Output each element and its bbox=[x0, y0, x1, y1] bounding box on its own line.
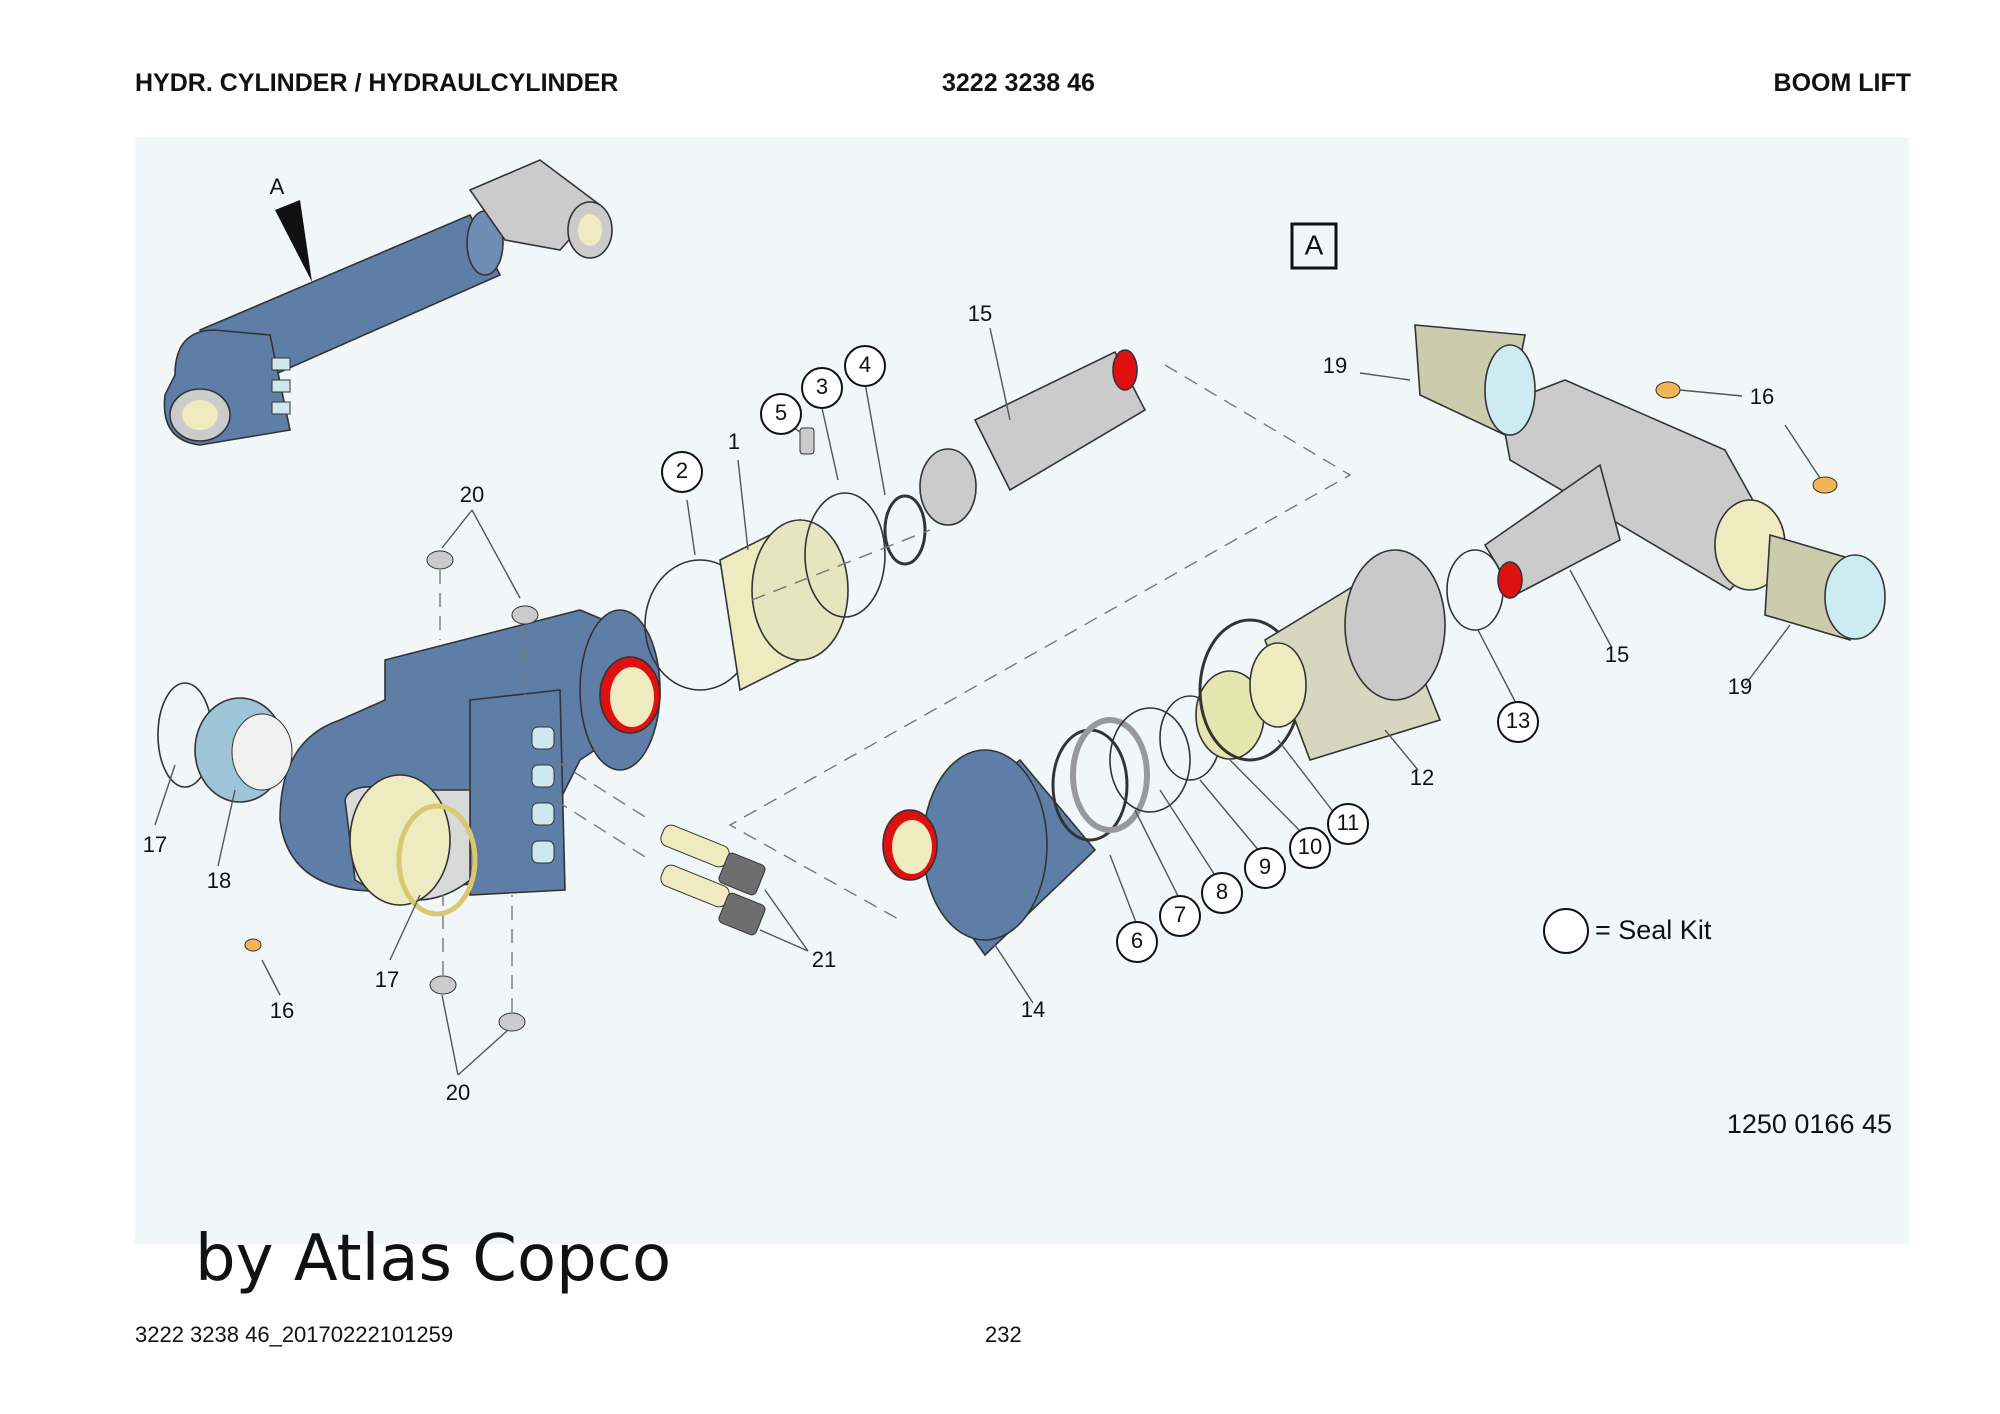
base-mount bbox=[279, 609, 661, 906]
callout-18: 18 bbox=[207, 868, 231, 893]
callout-2: 2 bbox=[676, 458, 688, 483]
callout-17-right: 17 bbox=[375, 967, 399, 992]
callout-13: 13 bbox=[1506, 708, 1530, 733]
view-marker-label: A bbox=[1305, 229, 1324, 260]
callout-19-upper: 19 bbox=[1323, 353, 1347, 378]
header-part-number: 3222 3238 46 bbox=[942, 69, 1095, 97]
callout-15-rod: 15 bbox=[968, 301, 992, 326]
callout-14: 14 bbox=[1021, 997, 1045, 1022]
watermark: by Atlas Copco bbox=[195, 1222, 672, 1296]
callout-16-upper: 16 bbox=[1750, 384, 1774, 409]
callout-20-lower: 20 bbox=[446, 1080, 470, 1105]
callout-8: 8 bbox=[1216, 879, 1228, 904]
seal-kit-legend-symbol bbox=[1543, 908, 1589, 954]
hose-fittings bbox=[554, 759, 766, 936]
callout-numbers: 2 3 4 5 6 7 8 9 10 11 13 1 12 14 15 15 1… bbox=[143, 301, 1774, 1105]
callout-3: 3 bbox=[816, 374, 828, 399]
callout-21: 21 bbox=[812, 947, 836, 972]
footer-document-id: 3222 3238 46_20170222101259 bbox=[135, 1322, 454, 1347]
cylinder-tube bbox=[882, 749, 1097, 957]
callout-10: 10 bbox=[1298, 834, 1322, 859]
callout-6: 6 bbox=[1131, 928, 1143, 953]
piston-rod bbox=[919, 349, 1147, 526]
callout-5: 5 bbox=[775, 400, 787, 425]
gland bbox=[1249, 549, 1504, 761]
callout-1: 1 bbox=[728, 429, 740, 454]
callout-9: 9 bbox=[1259, 854, 1271, 879]
callout-17-left: 17 bbox=[143, 832, 167, 857]
callout-15-eye: 15 bbox=[1605, 642, 1629, 667]
view-marker-box bbox=[1290, 222, 1338, 270]
rod-eye bbox=[1414, 324, 1886, 642]
callout-12: 12 bbox=[1410, 765, 1434, 790]
callout-20-upper: 20 bbox=[460, 482, 484, 507]
header-machine-type: BOOM LIFT bbox=[1773, 69, 1911, 97]
view-arrow-label: A bbox=[270, 174, 285, 199]
seal-kit-circles bbox=[661, 345, 1539, 963]
leader-lines bbox=[154, 327, 1821, 1076]
drawing-number: 1250 0166 45 bbox=[1727, 1109, 1892, 1139]
plug-fittings bbox=[426, 550, 539, 1032]
seal-kit-legend-text: = Seal Kit bbox=[1595, 915, 1712, 945]
callout-11: 11 bbox=[1337, 810, 1360, 835]
callout-16-lower: 16 bbox=[270, 998, 294, 1023]
callout-4: 4 bbox=[859, 352, 871, 377]
piston-group bbox=[644, 427, 927, 692]
page-number: 232 bbox=[985, 1322, 1022, 1347]
callout-19-lower: 19 bbox=[1728, 674, 1752, 699]
header-title: HYDR. CYLINDER / HYDRAULCYLINDER bbox=[135, 69, 619, 97]
overview-cylinder: A bbox=[163, 159, 613, 446]
callout-7: 7 bbox=[1174, 902, 1186, 927]
